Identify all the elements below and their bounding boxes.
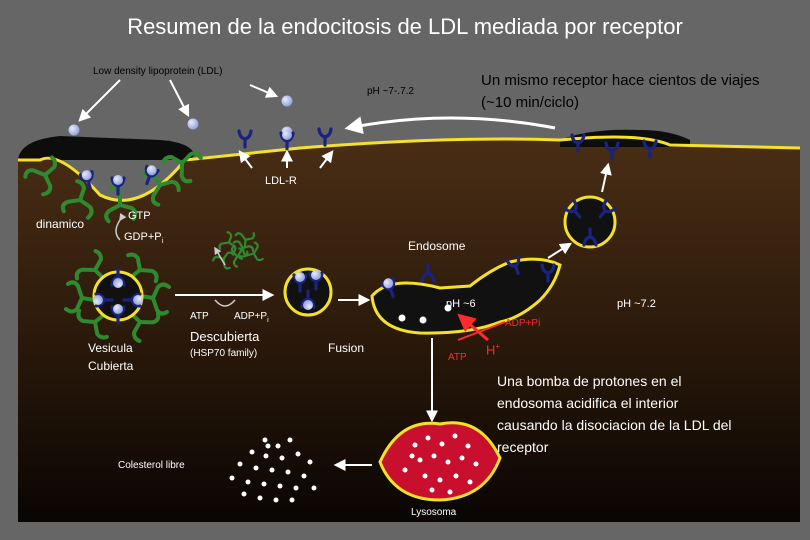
recycle-arrow xyxy=(344,116,556,135)
vesicula-label-1: Vesicula xyxy=(88,341,133,355)
ldl-label: Low density lipoprotein (LDL) xyxy=(93,66,223,77)
recycling-vesicle xyxy=(563,195,617,249)
lisosoma-label: Lysosoma xyxy=(411,507,457,518)
endosome xyxy=(370,257,562,335)
ph-outside-label: pH ~7-.7.2 xyxy=(367,86,414,97)
pump-text-3: causando la disociacion de la LDL del xyxy=(497,417,732,433)
vesicula-label-2: Cubierta xyxy=(88,359,134,373)
recycle-text-1: Un mismo receptor hace cientos de viajes xyxy=(481,72,760,89)
ph-cytosol-label: pH ~7.2 xyxy=(617,298,656,310)
ph-endosome-label: pH ~6 xyxy=(446,298,476,310)
pump-text-2: endosoma acidifica el interior xyxy=(497,395,679,411)
fusion-label: Fusion xyxy=(328,341,365,355)
coated-vesicle xyxy=(64,245,171,347)
uncoated-vesicle xyxy=(283,267,333,317)
colesterol-label: Colesterol libre xyxy=(118,460,185,471)
gtp-label: GTP xyxy=(128,210,151,222)
receptor-icon xyxy=(281,130,293,149)
endosome-label: Endosome xyxy=(408,239,466,253)
ldl-r-label: LDL-R xyxy=(265,175,297,187)
dinamico-label: dinamico xyxy=(36,217,85,231)
free-cholesterol xyxy=(229,437,317,503)
hsp-label: (HSP70 family) xyxy=(190,348,258,359)
adp-right-label: ADP+Pi xyxy=(505,318,541,329)
atp-right-label: ATP xyxy=(448,352,467,363)
receptor-icon xyxy=(237,129,253,149)
receptor-icon xyxy=(317,127,333,147)
recycle-text-2: (~10 min/ciclo) xyxy=(481,94,579,111)
proton-pump-arrow xyxy=(457,313,489,342)
descubierta-label: Descubierta xyxy=(190,329,260,344)
lysosome xyxy=(378,421,502,502)
page-title: Resumen de la endocitosis de LDL mediada… xyxy=(127,14,683,39)
atp-left-label: ATP xyxy=(190,311,209,322)
coated-pit-receptors xyxy=(80,164,159,194)
adp-left-label: ADP+Pi xyxy=(234,311,269,324)
pump-text-4: receptor xyxy=(497,439,549,455)
membrane-shadow-left xyxy=(18,136,195,160)
h-plus-label: H+ xyxy=(486,342,501,358)
gdp-label: GDP+Pi xyxy=(124,231,164,246)
pump-text-1: Una bomba de protones en el xyxy=(497,373,682,389)
